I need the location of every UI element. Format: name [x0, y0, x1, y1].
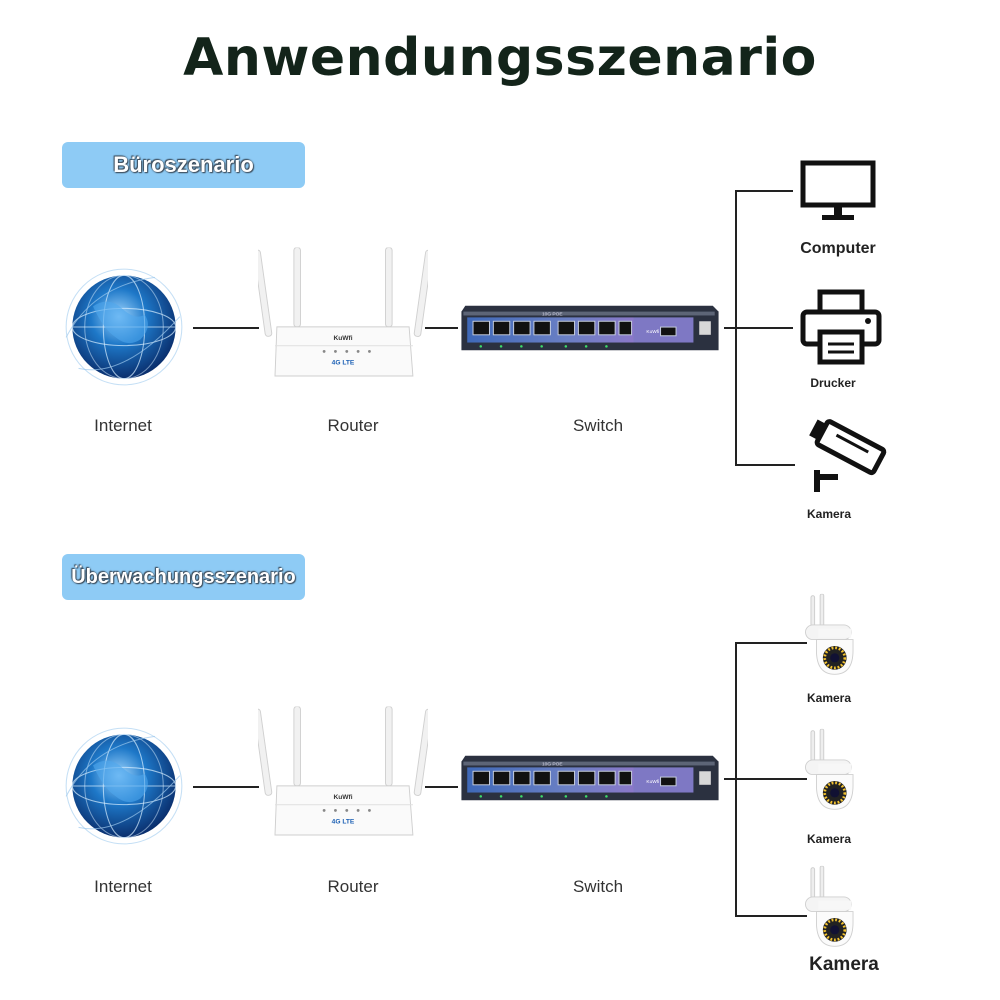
printer-icon	[800, 288, 884, 368]
cctv-camera-icon	[804, 418, 890, 494]
surveillance-internet-label: Internet	[94, 877, 152, 896]
link-camera-2	[735, 778, 807, 780]
surveillance-router-label: Router	[327, 877, 379, 896]
camera-label-1: Kamera	[806, 691, 852, 705]
office-internet-label: Internet	[94, 416, 152, 435]
link-computer	[735, 190, 793, 192]
link-printer	[735, 327, 793, 329]
router-icon: KuWfi 4G LTE	[258, 246, 428, 386]
globe-icon	[62, 724, 186, 848]
link-router-switch	[425, 786, 458, 788]
router-brand-text: KuWfi	[333, 794, 352, 801]
monitor-icon	[800, 160, 876, 224]
switch-icon: 10G POE KuWfi	[456, 300, 724, 358]
link-internet-router	[193, 786, 259, 788]
switch-icon: 10G POE KuWfi	[456, 750, 724, 808]
link-camera-1	[735, 642, 807, 644]
computer-label: Computer	[800, 240, 876, 257]
globe-icon	[62, 265, 186, 389]
camera-label-3: Kamera	[809, 954, 879, 975]
link-router-switch	[425, 327, 458, 329]
link-camera	[735, 464, 795, 466]
ptz-camera-icon	[800, 725, 864, 815]
router-icon: KuWfi 4G LTE	[258, 705, 428, 845]
switch-brand-text: KuWfi	[646, 779, 659, 785]
ptz-camera-icon	[800, 590, 864, 680]
link-internet-router	[193, 327, 259, 329]
router-model-text: 4G LTE	[332, 360, 355, 367]
office-switch-label: Switch	[572, 416, 624, 435]
surveillance-scenario-badge: Überwachungsszenario	[62, 554, 305, 600]
printer-label: Drucker	[810, 376, 856, 390]
office-scenario-badge: Büroszenario	[62, 142, 305, 188]
router-brand-text: KuWfi	[333, 335, 352, 342]
office-router-label: Router	[327, 416, 379, 435]
office-camera-label: Kamera	[806, 507, 852, 521]
switch-model-text: 10G POE	[542, 311, 563, 317]
switch-model-text: 10G POE	[542, 761, 563, 767]
link-switch-bus	[724, 327, 736, 329]
camera-label-2: Kamera	[806, 832, 852, 846]
surveillance-switch-label: Switch	[572, 877, 624, 896]
switch-brand-text: KuWfi	[646, 329, 659, 335]
router-model-text: 4G LTE	[332, 819, 355, 826]
link-camera-3	[735, 915, 807, 917]
ptz-camera-icon	[800, 862, 864, 952]
page-title: Anwendungsszenario	[183, 28, 817, 88]
link-switch-bus	[724, 778, 736, 780]
